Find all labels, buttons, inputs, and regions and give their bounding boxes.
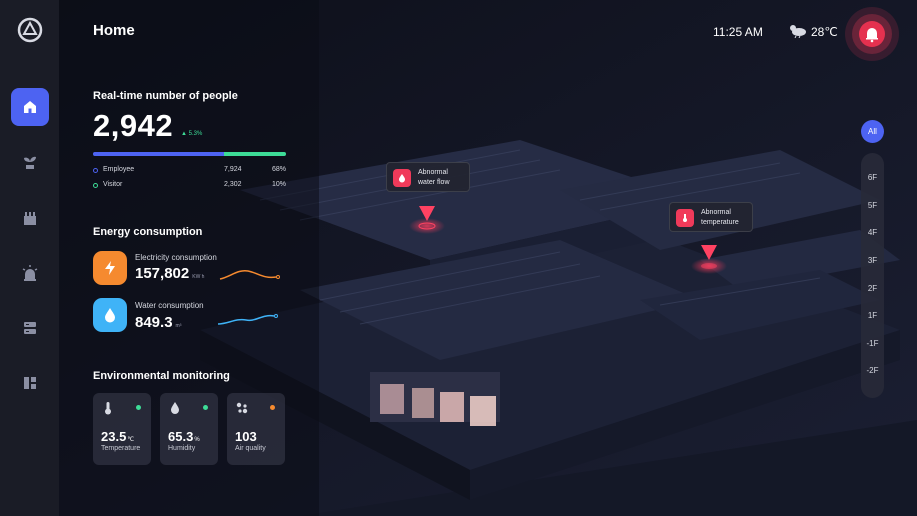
env-card-temperature[interactable]: 23.5℃ Temperature xyxy=(93,393,151,465)
plant-icon xyxy=(24,156,36,169)
water-unit: m³ xyxy=(175,323,182,329)
temperature-unit: ℃ xyxy=(127,437,135,443)
floor-2f[interactable]: 2F xyxy=(867,284,878,293)
sidebar xyxy=(0,0,59,516)
employee-share-fill xyxy=(93,152,224,156)
status-dot xyxy=(136,405,141,410)
legend-visitor: Visitor 2,302 10% xyxy=(93,181,286,193)
floor-3f[interactable]: 3F xyxy=(867,256,878,265)
sidebar-item-plant[interactable] xyxy=(11,143,49,181)
energy-section-title: Energy consumption xyxy=(93,226,203,238)
alarm-button[interactable] xyxy=(840,6,904,62)
alert-water-flow-text: Abnormal water flow xyxy=(418,168,468,188)
alarm-light-icon xyxy=(22,265,38,281)
alert-water-flow[interactable]: Abnormal water flow xyxy=(386,162,470,192)
floor-4f[interactable]: 4F xyxy=(867,228,878,237)
water-number: 849.3 xyxy=(135,314,173,331)
droplet-icon xyxy=(393,169,411,187)
people-growth: ▲ 5.3% xyxy=(181,131,203,137)
legend-employee: Employee 7,924 68% xyxy=(93,166,286,178)
people-share-bar xyxy=(93,152,286,156)
electricity-number: 157,802 xyxy=(135,265,190,282)
floor-all-button[interactable]: All xyxy=(861,120,884,143)
env-card-air-quality[interactable]: 103 Air quality xyxy=(227,393,285,465)
sidebar-item-home[interactable] xyxy=(11,88,49,126)
electricity-sparkline xyxy=(219,269,280,280)
particles-icon xyxy=(236,402,248,414)
air-quality-label: Air quality xyxy=(235,445,266,452)
electricity-unit: KW h xyxy=(192,274,205,280)
air-quality-value: 103 xyxy=(235,429,257,444)
location-pin-icon[interactable] xyxy=(415,203,439,233)
alert-temperature-text: Abnormal temperature xyxy=(701,208,751,228)
environment-section-title: Environmental monitoring xyxy=(93,370,230,382)
employee-dot xyxy=(93,168,98,173)
temperature-label: Temperature xyxy=(101,445,141,452)
humidity-number: 65.3 xyxy=(168,429,194,444)
floor-6f[interactable]: 6F xyxy=(867,173,878,182)
floor-selector: 6F 5F 4F 3F 2F 1F -1F -2F xyxy=(861,153,884,398)
visitor-dot xyxy=(93,183,98,188)
thermometer-icon xyxy=(676,209,694,227)
location-pin-icon[interactable] xyxy=(697,242,721,272)
people-growth-value: 5.3% xyxy=(188,131,203,137)
sidebar-item-alarm[interactable] xyxy=(11,254,49,292)
employee-label: Employee xyxy=(103,166,135,173)
humidity-value: 65.3% xyxy=(168,429,200,444)
temperature-reading: 28℃ xyxy=(811,25,838,39)
env-card-humidity[interactable]: 65.3% Humidity xyxy=(160,393,218,465)
status-dot xyxy=(203,405,208,410)
home-icon xyxy=(24,101,36,113)
floor-5f[interactable]: 5F xyxy=(867,201,878,210)
employee-count: 7,924 xyxy=(224,166,242,173)
layout-icon xyxy=(24,377,36,389)
alert-line: water flow xyxy=(418,179,450,186)
employee-pct: 68% xyxy=(271,166,286,173)
alert-line: Abnormal xyxy=(418,169,448,176)
lightning-icon xyxy=(93,251,127,285)
alert-line: Abnormal xyxy=(701,209,731,216)
electricity-label: Electricity consumption xyxy=(135,253,217,262)
droplet-icon xyxy=(171,402,179,414)
water-sparkline xyxy=(217,314,278,325)
sidebar-item-factory[interactable] xyxy=(11,199,49,237)
temperature-number: 23.5 xyxy=(101,429,127,444)
thermometer-icon xyxy=(105,402,111,415)
people-section-title: Real-time number of people xyxy=(93,90,238,102)
air-quality-number: 103 xyxy=(235,429,257,444)
sidebar-item-server[interactable] xyxy=(11,309,49,347)
clock-time: 11:25 AM xyxy=(713,25,763,39)
visitor-label: Visitor xyxy=(103,181,123,188)
page-title: Home xyxy=(93,22,135,39)
bell-icon xyxy=(866,28,878,43)
floor-b2[interactable]: -2F xyxy=(866,366,879,375)
status-dot xyxy=(270,405,275,410)
visitor-share-fill xyxy=(224,152,286,156)
people-total: 2,942 xyxy=(93,108,174,143)
floor-1f[interactable]: 1F xyxy=(867,311,878,320)
visitor-count: 2,302 xyxy=(224,181,242,188)
factory-icon xyxy=(24,212,36,225)
temperature-value: 23.5℃ xyxy=(101,429,134,444)
alert-temperature[interactable]: Abnormal temperature xyxy=(669,202,753,232)
cloudy-icon xyxy=(787,22,807,39)
droplet-icon xyxy=(93,298,127,332)
server-icon xyxy=(24,322,36,334)
floor-b1[interactable]: -1F xyxy=(866,339,879,348)
alert-line: temperature xyxy=(701,219,739,226)
humidity-label: Humidity xyxy=(168,445,196,452)
humidity-unit: % xyxy=(194,437,200,443)
app-logo[interactable] xyxy=(17,17,43,43)
water-label: Water consumption xyxy=(135,301,204,310)
sidebar-item-layout[interactable] xyxy=(11,364,49,402)
visitor-pct: 10% xyxy=(271,181,286,188)
